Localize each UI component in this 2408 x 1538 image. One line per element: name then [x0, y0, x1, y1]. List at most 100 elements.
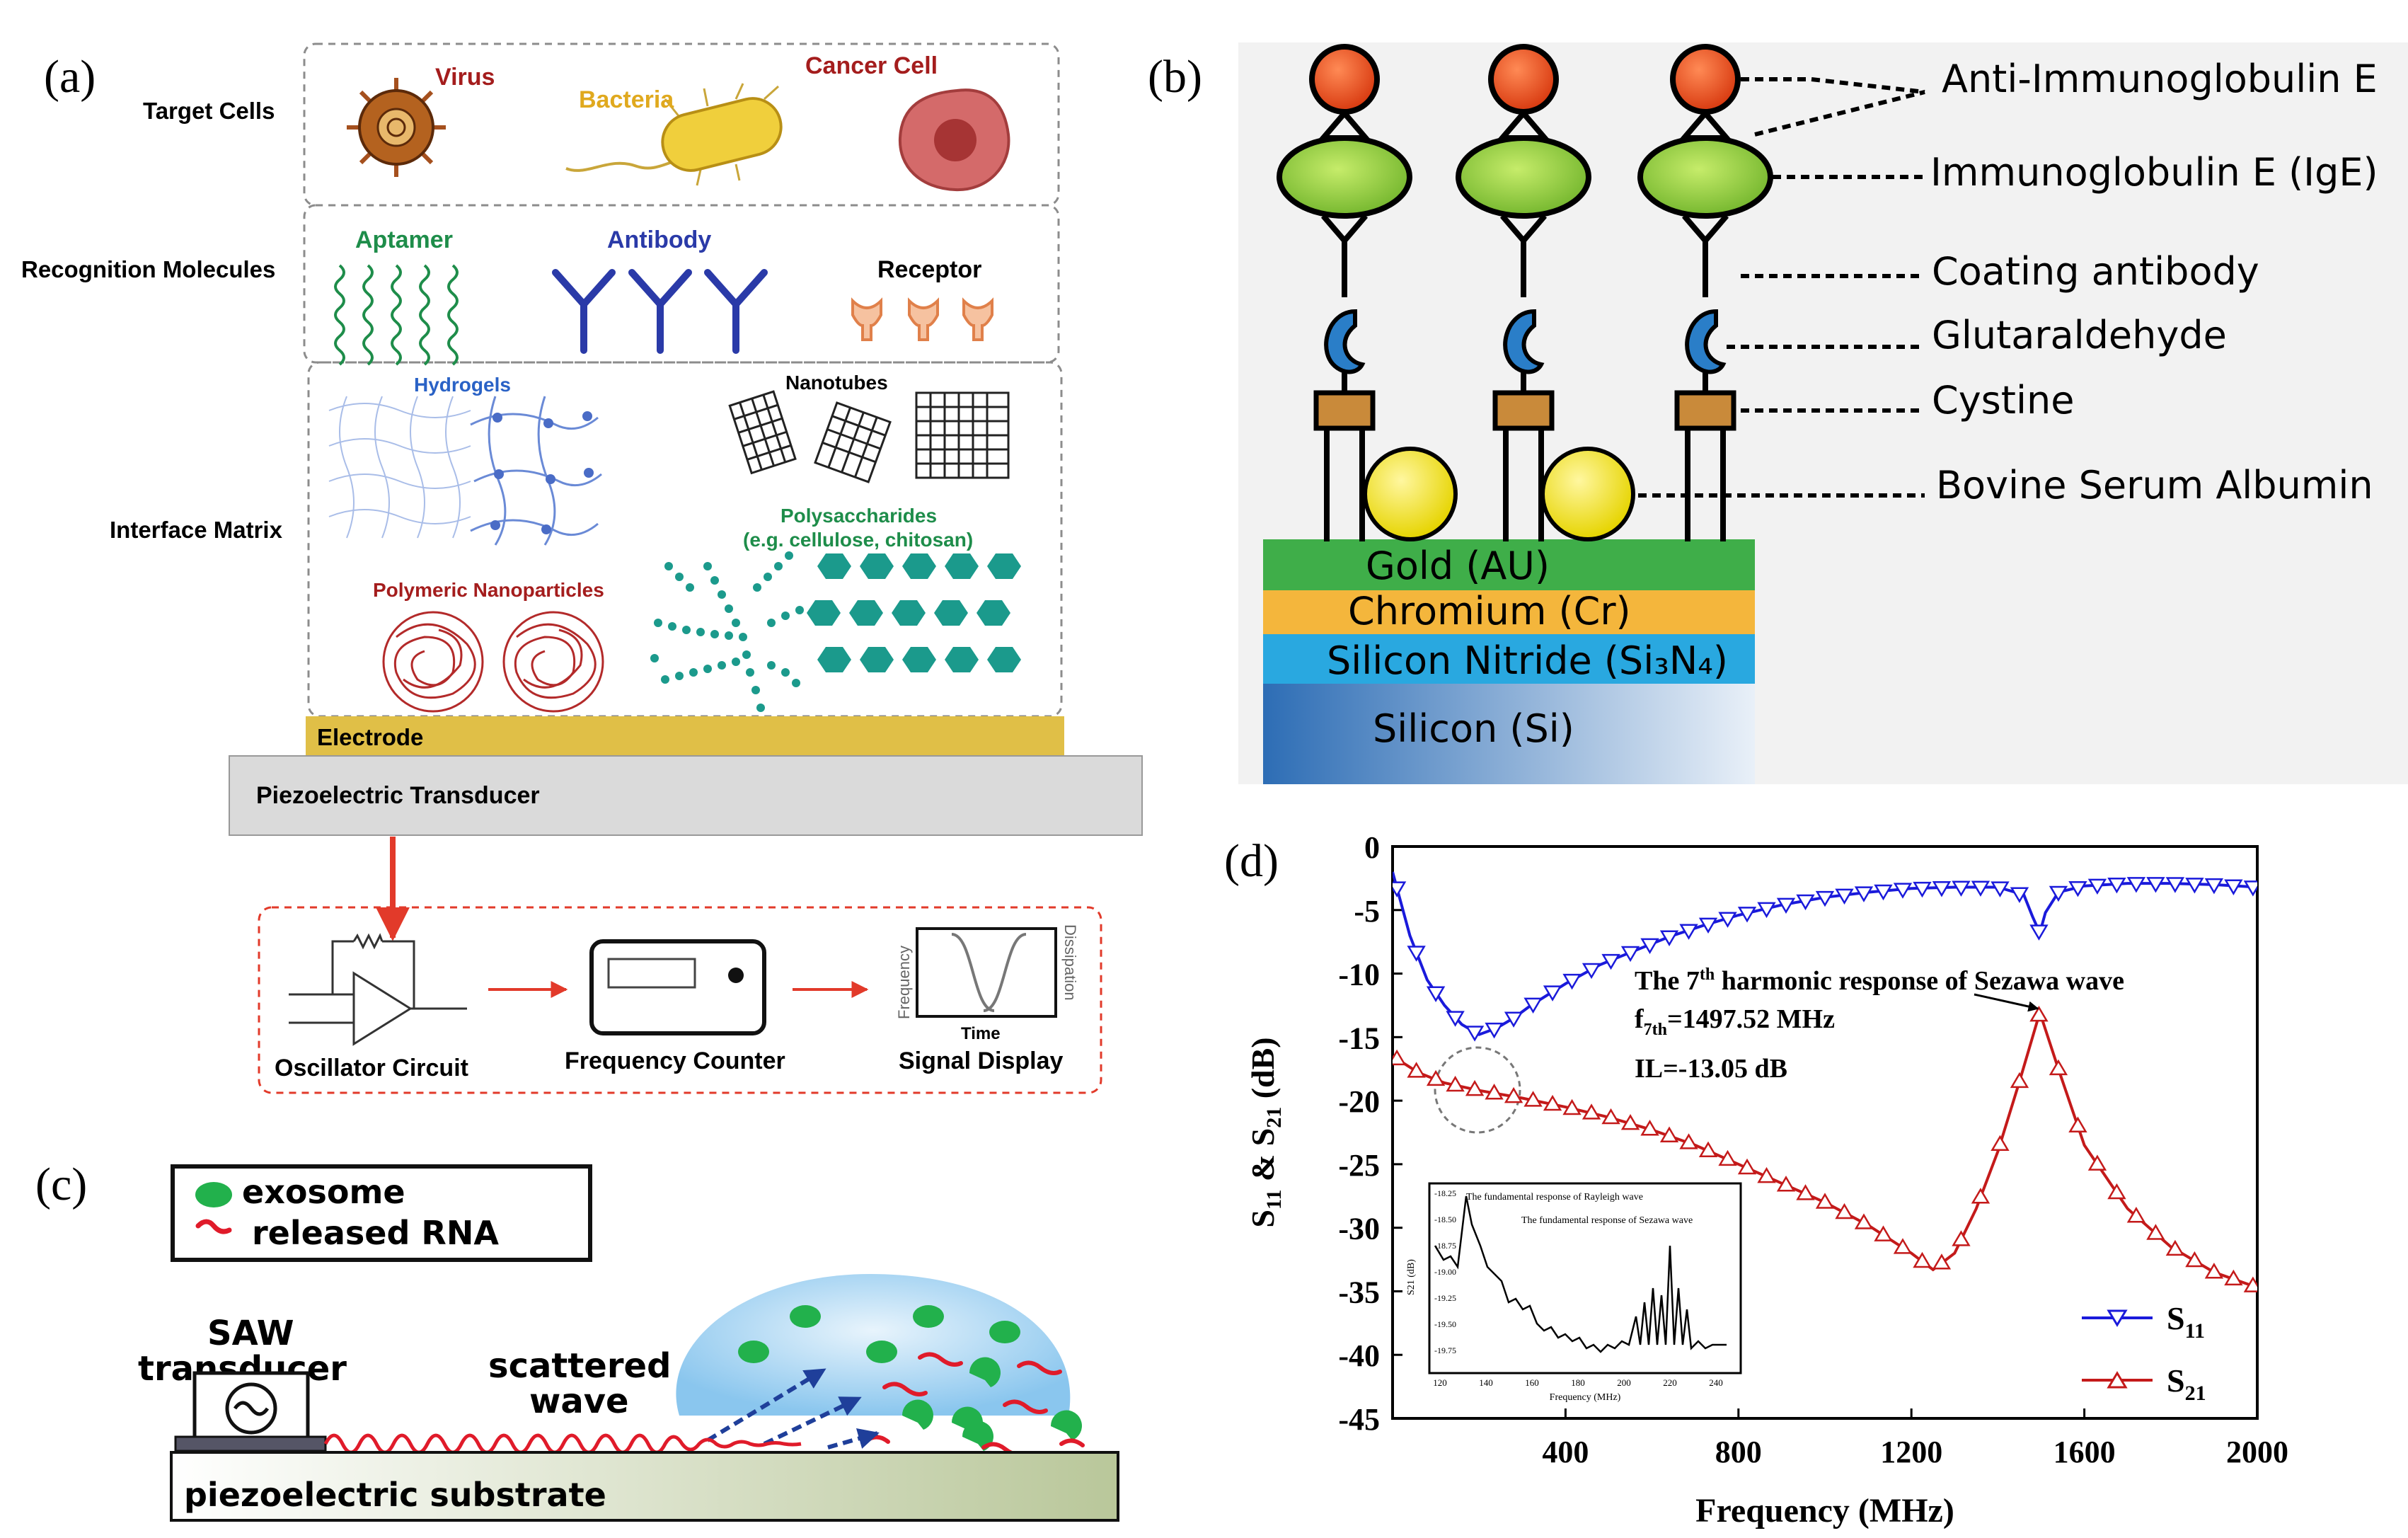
y-tick-label: 0	[1364, 830, 1380, 865]
antibody-icon	[552, 269, 768, 354]
annotation-leaders	[1638, 77, 1925, 498]
gold-label: Gold (AU)	[1366, 544, 1550, 588]
exosome-legend-label: exosome	[242, 1173, 405, 1211]
x-tick-label: 800	[1715, 1435, 1762, 1469]
marker-s21	[2224, 1269, 2243, 1286]
panel-a-label: (a)	[44, 51, 96, 103]
marker-s11	[1893, 883, 1913, 899]
coating-label: Coating antibody	[1932, 249, 2259, 294]
oscillator-icon	[289, 933, 467, 1046]
exosome-particles	[738, 1305, 1020, 1363]
marker-s11	[1582, 963, 1601, 980]
marker-s11	[2243, 880, 2257, 897]
legend-box	[171, 1164, 592, 1262]
hydrogels-label: Hydrogels	[414, 374, 511, 396]
marker-s21	[1932, 1253, 1952, 1270]
marker-s11	[1718, 912, 1737, 928]
inset-y-ticks: -18.25-18.50-18.75-19.00-19.25-19.50-19.…	[1434, 1188, 1456, 1355]
marker-s21	[1504, 1086, 1523, 1103]
marker-s11	[1952, 880, 1971, 897]
aptamer-icon	[334, 264, 459, 366]
bsa-label: Bovine Serum Albumin	[1936, 463, 2373, 507]
marker-s21	[1874, 1225, 1893, 1241]
electrode-label: Electrode	[317, 724, 423, 750]
inset-xlabel: Frequency (MHz)	[1550, 1392, 1621, 1403]
panel-b: (b) Gold (AU) Chromium (Cr) Silicon Nitr…	[1148, 42, 2408, 784]
panel-d-label: (d)	[1224, 835, 1279, 887]
ige-label: Immunoglobulin E (IgE)	[1930, 150, 2378, 195]
panel-b-label: (b)	[1148, 51, 1202, 103]
hydrogel-crosslinked-icon	[470, 396, 602, 546]
nanotubes-icon	[728, 390, 1010, 483]
y-tick-label: -45	[1338, 1402, 1380, 1437]
marker-s11	[2029, 924, 2049, 941]
y-axis-title: S11 & S21 (dB)	[1245, 1037, 1286, 1227]
y-tick-label: -40	[1338, 1338, 1380, 1373]
marker-s11	[2126, 877, 2146, 893]
antibody-label: Antibody	[607, 226, 711, 253]
marker-s11	[2146, 877, 2165, 893]
inset-y-tick-label: -19.00	[1434, 1267, 1456, 1277]
bsa-sphere-1	[1363, 447, 1458, 541]
y-tick-label: -15	[1338, 1021, 1380, 1055]
counter-label: Frequency Counter	[565, 1048, 785, 1074]
chromium-label: Chromium (Cr)	[1348, 589, 1631, 633]
display-right-label: Dissipation	[1061, 924, 1079, 1001]
inset-x-tick-label: 240	[1709, 1377, 1723, 1388]
marker-s11	[1757, 902, 1776, 919]
legend-s11-marker	[2107, 1309, 2128, 1327]
marker-s11	[1620, 946, 1640, 963]
marker-s21	[2204, 1263, 2224, 1279]
marker-s21	[1698, 1141, 1718, 1157]
silicon-layer	[1263, 684, 1755, 784]
signal-display-icon	[916, 927, 1057, 1018]
virus-icon	[347, 78, 446, 177]
receptor-icon	[851, 297, 993, 341]
marker-s11	[1523, 997, 1543, 1014]
marker-s11	[1835, 888, 1854, 905]
svg-text:S11 & S21 (dB): S11 & S21 (dB)	[1245, 1037, 1286, 1227]
y-tick-label: -35	[1338, 1275, 1380, 1309]
cancer-cell-label: Cancer Cell	[805, 52, 938, 79]
marker-s11	[2068, 880, 2087, 897]
marker-s21	[2049, 1059, 2068, 1076]
marker-s11	[2107, 878, 2126, 894]
marker-s11	[2049, 885, 2068, 902]
marker-s21	[2010, 1072, 2029, 1089]
annotation-line3: IL=-13.05 dB	[1635, 1054, 1787, 1084]
marker-s21	[2185, 1251, 2204, 1268]
marker-s11	[1393, 881, 1407, 897]
marker-s11	[1504, 1011, 1523, 1028]
row-label-target: Target Cells	[143, 98, 275, 124]
row-label-matrix: Interface Matrix	[110, 517, 283, 543]
marker-s21	[1776, 1176, 1796, 1192]
surface-acoustic-wave	[323, 1433, 802, 1454]
bio-stack-1	[1277, 44, 1412, 541]
nanoparticles-icon	[382, 611, 604, 713]
inset-y-tick-label: -19.75	[1434, 1345, 1456, 1355]
marker-s11	[1562, 973, 1582, 990]
readout-box	[258, 906, 1102, 1094]
x-tick-label: 1600	[2053, 1435, 2116, 1469]
row-label-recognition: Recognition Molecules	[21, 256, 275, 282]
marker-s21	[1737, 1158, 1757, 1175]
marker-s11	[1913, 881, 1932, 898]
marker-s11	[2087, 878, 2107, 895]
marker-s21	[2068, 1116, 2087, 1132]
inset-x-tick-label: 180	[1571, 1377, 1585, 1388]
y-tick-label: -25	[1338, 1148, 1380, 1183]
inset-plot: The fundamental response of Rayleigh wav…	[1406, 1182, 1742, 1403]
annotation-line1: The 7th harmonic response of Sezawa wave	[1635, 965, 2124, 996]
inset-trace	[1434, 1195, 1727, 1353]
marker-s21	[1543, 1094, 1562, 1111]
rna-legend-label: released RNA	[252, 1214, 499, 1252]
marker-s11	[1426, 986, 1446, 1002]
exosome-legend-icon	[195, 1182, 232, 1207]
marker-s11	[1971, 880, 1991, 897]
marker-s21	[1815, 1193, 1835, 1209]
marker-s11	[1815, 890, 1835, 907]
rna-legend-icon	[195, 1219, 232, 1234]
inset-x-tick-label: 220	[1663, 1377, 1677, 1388]
